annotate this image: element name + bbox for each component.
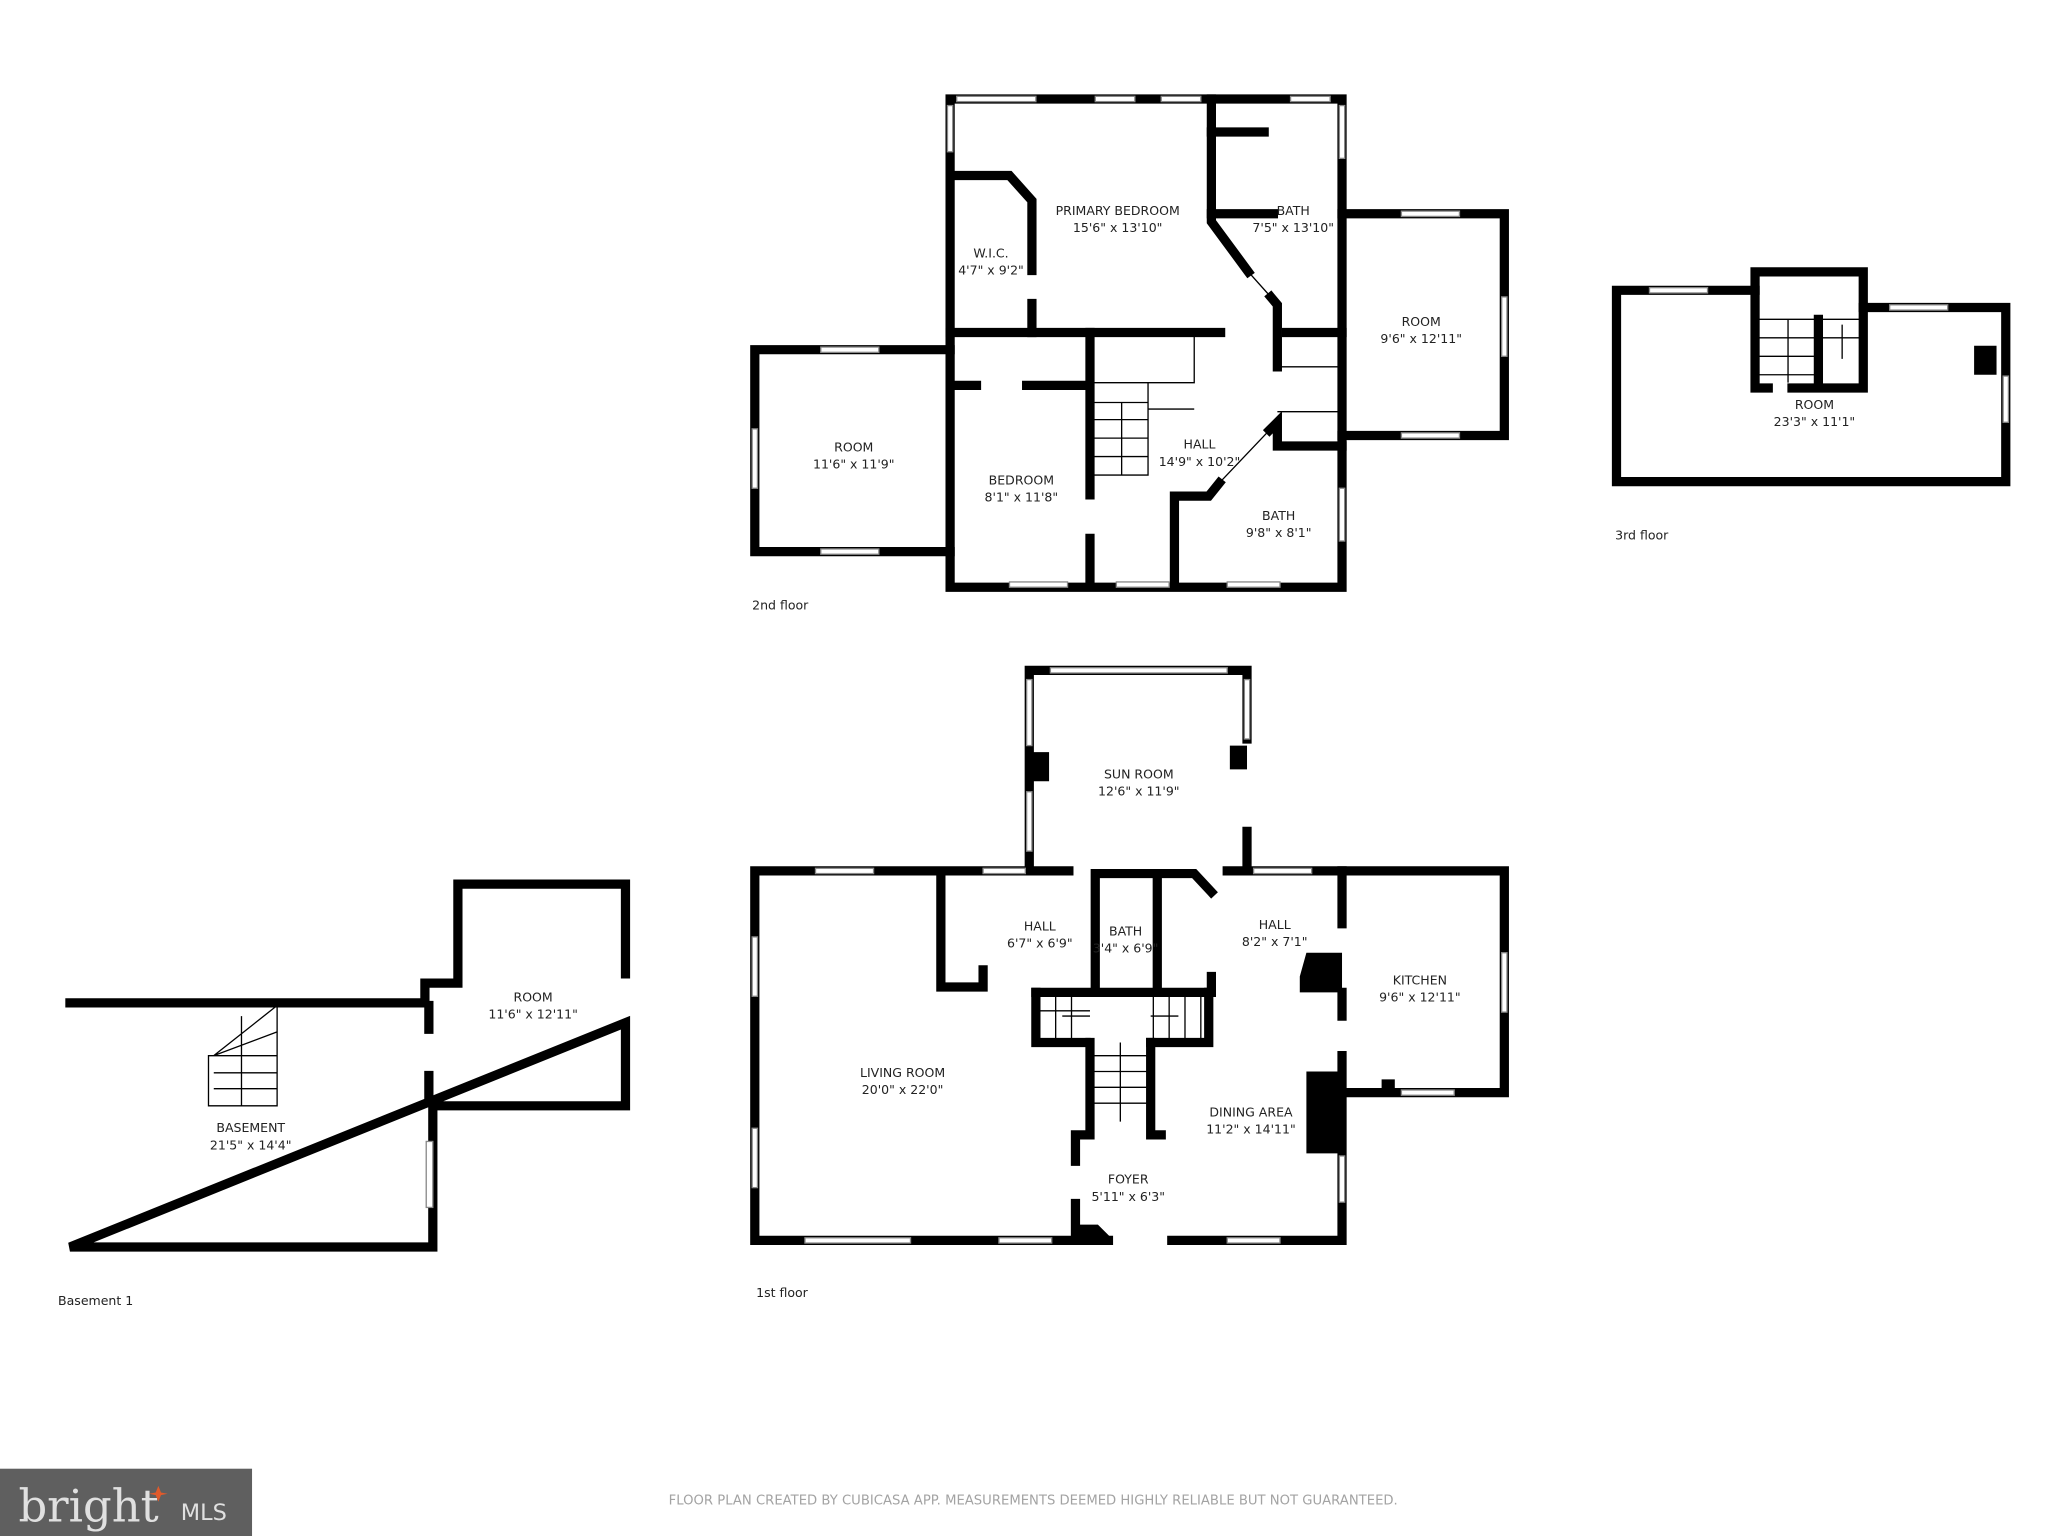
room-name: HALL <box>1184 437 1216 452</box>
third-floor-plan: ROOM 23'3" x 11'1" 3rd floor <box>1611 267 2011 543</box>
room-name: HALL <box>1024 918 1056 933</box>
room-name: PRIMARY BEDROOM <box>1056 203 1180 218</box>
room-dimensions: 8'2" x 7'1" <box>1242 934 1308 949</box>
room-dimensions: 9'8" x 8'1" <box>1246 525 1312 540</box>
bright-mls-logo: bright MLS <box>0 1468 253 1536</box>
room-dimensions: 8'1" x 11'8" <box>985 489 1059 504</box>
first-floor-windows <box>751 667 1508 1244</box>
room-dimensions: 20'0" x 22'0" <box>862 1082 944 1097</box>
room-name: BATH <box>1277 203 1310 218</box>
room-dimensions: 11'6" x 12'11" <box>488 1007 578 1022</box>
second-floor-labels: PRIMARY BEDROOM 15'6" x 13'10" BATH 7'5"… <box>752 203 1462 613</box>
disclaimer-text: FLOOR PLAN CREATED BY CUBICASA APP. MEAS… <box>669 1493 1398 1508</box>
first-floor-plan: SUN ROOM 12'6" x 11'9" HALL 6'7" x 6'9" … <box>750 665 1509 1301</box>
floor-label-2nd: 2nd floor <box>752 598 809 613</box>
room-dimensions: 5'11" x 6'3" <box>1091 1189 1165 1204</box>
svg-text:bright: bright <box>18 1479 158 1532</box>
first-floor-labels: SUN ROOM 12'6" x 11'9" HALL 6'7" x 6'9" … <box>756 767 1461 1301</box>
room-name: KITCHEN <box>1393 972 1447 987</box>
room-name: FOYER <box>1108 1172 1149 1187</box>
second-floor-windows <box>751 95 1508 588</box>
floor-label-1st: 1st floor <box>756 1285 809 1300</box>
room-dimensions: 12'6" x 11'9" <box>1098 784 1180 799</box>
room-dimensions: 23'3" x 11'1" <box>1774 414 1856 429</box>
room-name: ROOM <box>1402 314 1441 329</box>
star-icon <box>149 1485 168 1502</box>
room-name: ROOM <box>1795 397 1834 412</box>
room-name: LIVING ROOM <box>860 1065 945 1080</box>
room-name: DINING AREA <box>1209 1104 1293 1119</box>
room-dimensions: 9'6" x 12'11" <box>1380 331 1462 346</box>
room-dimensions: 15'6" x 13'10" <box>1073 220 1163 235</box>
room-dimensions: 4'7" x 9'2" <box>958 262 1024 277</box>
room-dimensions: 14'9" x 10'2" <box>1159 454 1241 469</box>
room-name: ROOM <box>834 439 873 454</box>
room-name: SUN ROOM <box>1104 767 1174 782</box>
room-dimensions: 6'7" x 6'9" <box>1007 935 1073 950</box>
second-floor-plan: PRIMARY BEDROOM 15'6" x 13'10" BATH 7'5"… <box>750 94 1509 613</box>
room-dimensions: 11'2" x 14'11" <box>1206 1122 1296 1137</box>
room-name: BEDROOM <box>989 472 1054 487</box>
svg-text:MLS: MLS <box>181 1500 227 1526</box>
floor-label-3rd: 3rd floor <box>1615 528 1669 543</box>
room-name: ROOM <box>514 990 553 1005</box>
room-name: HALL <box>1259 917 1291 932</box>
room-dimensions: 21'5" x 14'4" <box>210 1137 292 1152</box>
room-dimensions: 7'5" x 13'10" <box>1252 220 1334 235</box>
basement-plan: ROOM 11'6" x 12'11" BASEMENT 21'5" x 14'… <box>58 879 631 1308</box>
room-name: BATH <box>1262 508 1295 523</box>
room-dimensions: 9'6" x 12'11" <box>1379 990 1461 1005</box>
room-dimensions: 11'6" x 11'9" <box>813 456 895 471</box>
room-name: BATH <box>1109 924 1142 939</box>
room-dimensions: 3'4" x 6'9" <box>1093 941 1159 956</box>
room-name: W.I.C. <box>973 245 1008 260</box>
floor-label-basement: Basement 1 <box>58 1293 133 1308</box>
room-name: BASEMENT <box>216 1120 285 1135</box>
